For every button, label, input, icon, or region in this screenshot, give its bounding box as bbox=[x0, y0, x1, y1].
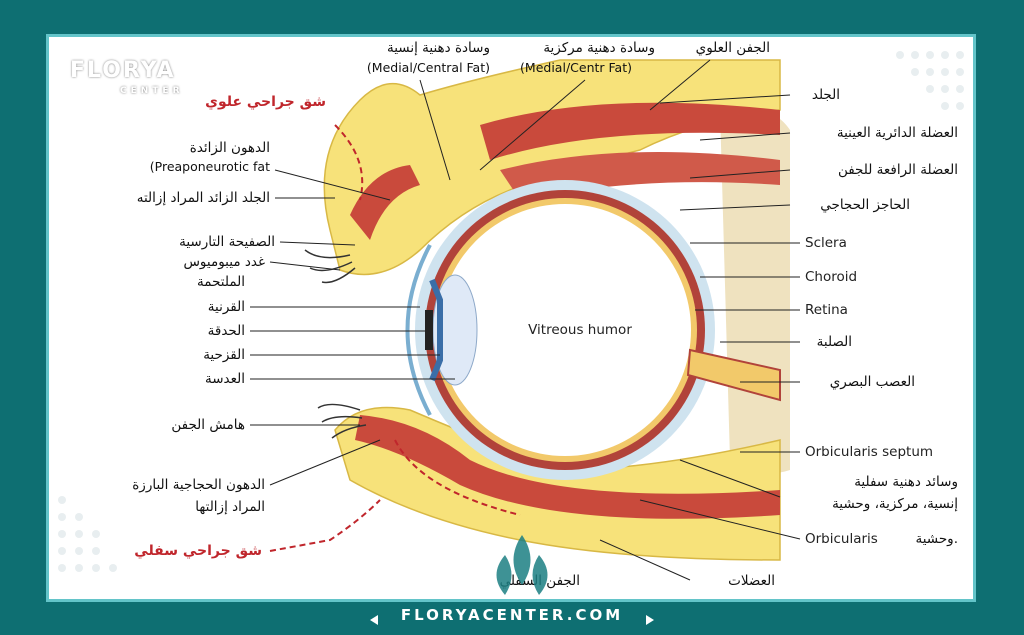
label-lower-fat-1: وسائد دهنية سفلية bbox=[854, 474, 958, 490]
eyelashes bbox=[305, 250, 366, 438]
label-medial-fat-en: (Medial/Central Fat) bbox=[367, 60, 490, 75]
label-retina-en: Retina bbox=[805, 302, 848, 318]
label-medial-fat: وسادة دهنية إنسية bbox=[387, 40, 490, 56]
label-conjunctiva: الملتحمة bbox=[197, 274, 245, 290]
label-choroid-en: Choroid bbox=[805, 269, 857, 285]
label-lens: العدسة bbox=[205, 371, 245, 387]
label-upper-incision: شق جراحي علوي bbox=[205, 94, 326, 111]
label-lateral: وحشية. bbox=[915, 531, 958, 547]
label-orbicularis-en: Orbicularis bbox=[805, 531, 878, 547]
label-central-fat-en: (Medial/Centr Fat) bbox=[520, 60, 632, 75]
label-excess-skin: الجلد الزائد المراد إزالته bbox=[137, 190, 270, 206]
label-optic-nerve: العصب البصري bbox=[830, 374, 915, 390]
label-sclera-ar: الصلبة bbox=[817, 334, 852, 350]
label-vitreous: Vitreous humor bbox=[528, 322, 632, 338]
pupil-mark bbox=[425, 310, 433, 350]
label-lower-fat-2: إنسية، مركزية، وحشية bbox=[832, 496, 958, 512]
label-muscles: العضلات bbox=[728, 573, 775, 589]
label-preaponeurotic-en: (Preaponeurotic fat bbox=[150, 159, 270, 174]
label-lower-incision: شق جراحي سفلي bbox=[134, 543, 262, 559]
label-cornea: القرنية bbox=[208, 299, 245, 315]
label-central-fat: وسادة دهنية مركزية bbox=[543, 40, 655, 56]
footer-url: FLORYACENTER.COM bbox=[0, 606, 1024, 624]
label-upper-eyelid: الجفن العلوي bbox=[696, 40, 770, 56]
label-orbital-fat-1: الدهون الحجاجية البارزة bbox=[132, 477, 265, 493]
label-sclera-en: Sclera bbox=[805, 235, 847, 251]
decor-dots bbox=[896, 51, 964, 110]
label-preaponeurotic: الدهون الزائدة bbox=[190, 140, 270, 156]
label-orbicularis-septum: Orbicularis septum bbox=[805, 444, 933, 460]
label-meibomian: غدد ميبوميوس bbox=[183, 254, 265, 270]
label-tarsal-plate: الصفيحة التارسية bbox=[179, 234, 275, 250]
label-orbital-fat-2: المراد إزالتها bbox=[195, 499, 265, 515]
label-skin: الجلد bbox=[812, 87, 840, 103]
label-pupil: الحدقة bbox=[208, 323, 245, 339]
label-orbicularis-muscle: العضلة الدائرية العينية bbox=[837, 125, 958, 141]
label-orbital-septum: الحاجز الحجاجي bbox=[820, 197, 910, 213]
decor-dots-left bbox=[58, 496, 117, 572]
label-levator: العضلة الرافعة للجفن bbox=[838, 162, 958, 178]
lower-incision-pointer bbox=[270, 500, 380, 551]
label-lid-margin: هامش الجفن bbox=[171, 417, 245, 433]
label-iris: القزحية bbox=[203, 347, 245, 363]
